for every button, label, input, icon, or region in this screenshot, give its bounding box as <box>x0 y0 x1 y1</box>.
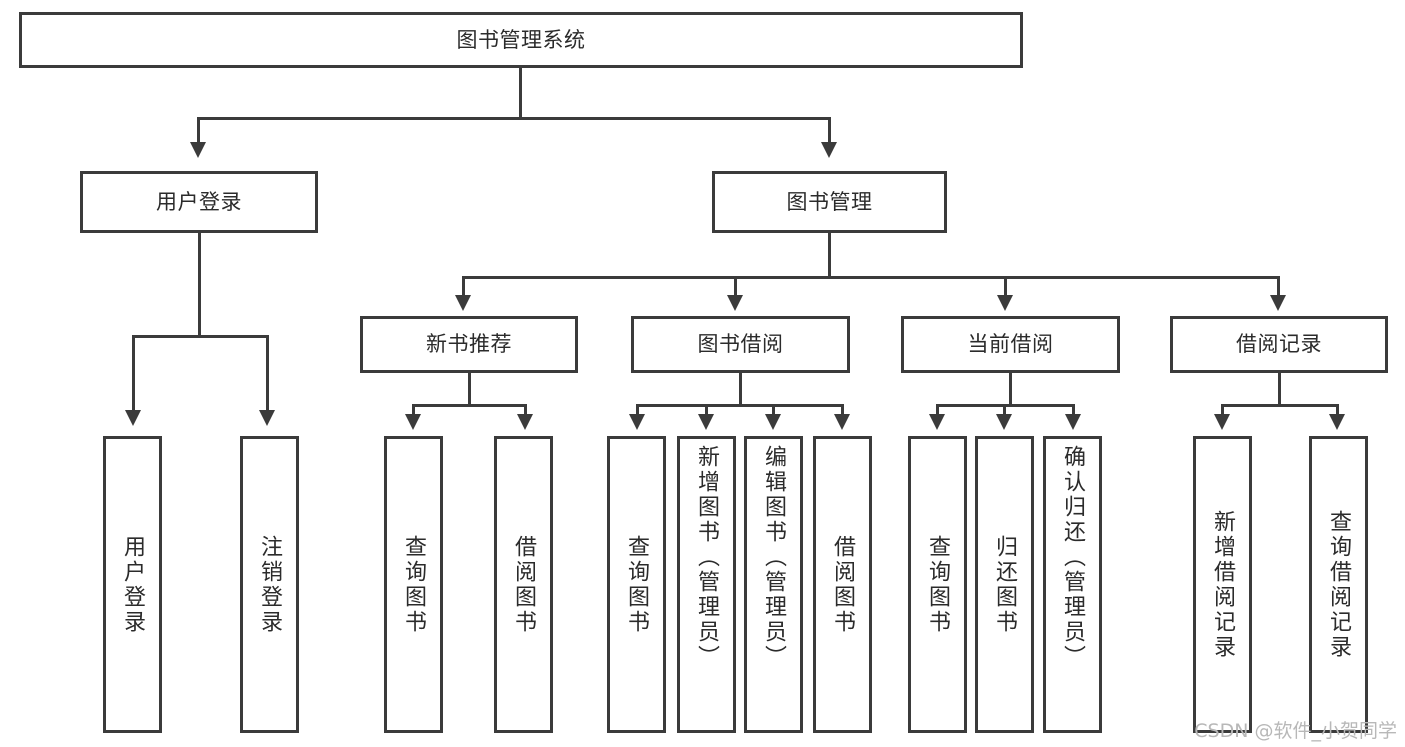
connector-borrow-record-bus <box>1221 404 1339 407</box>
node-current-borrow[interactable]: 当前借阅 <box>901 316 1120 373</box>
leaf-borrow-book-1[interactable]: 借阅图书 <box>494 436 553 733</box>
leaf-confirm-return[interactable]: 确认归还（管理员） <box>1043 436 1102 733</box>
arrowhead-leaf-logout <box>259 410 275 426</box>
connector-br-drop-2 <box>1336 404 1339 416</box>
connector-bm-drop-borrow-record <box>1277 276 1280 297</box>
node-label: 注销登录 <box>257 534 283 635</box>
node-root-system[interactable]: 图书管理系统 <box>19 12 1023 68</box>
connector-user-login-stem <box>198 233 201 335</box>
connector-cb-drop-3 <box>1072 404 1075 416</box>
connector-bm-drop-book-borrow <box>734 276 737 297</box>
connector-bm-drop-current-borrow <box>1004 276 1007 297</box>
node-label: 用户登录 <box>156 189 242 214</box>
connector-user-login-drop-1 <box>132 335 135 412</box>
node-label: 查询图书 <box>624 534 650 635</box>
connector-bb-drop-1 <box>636 404 639 416</box>
node-new-book-recommend[interactable]: 新书推荐 <box>360 316 578 373</box>
arrowhead-current-borrow <box>997 295 1013 311</box>
connector-new-book-stem <box>468 373 471 404</box>
leaf-borrow-book-2[interactable]: 借阅图书 <box>813 436 872 733</box>
node-label: 借阅图书 <box>830 534 856 635</box>
connector-bb-drop-3 <box>772 404 775 416</box>
leaf-query-book-2[interactable]: 查询图书 <box>607 436 666 733</box>
leaf-edit-book[interactable]: 编辑图书（管理员） <box>744 436 803 733</box>
arrowhead-leaf-query-book-2 <box>629 414 645 430</box>
connector-book-borrow-stem <box>739 373 742 404</box>
node-label: 新增图书（管理员） <box>694 445 720 670</box>
arrowhead-leaf-borrow-book-2 <box>834 414 850 430</box>
connector-book-management-stem <box>828 233 831 276</box>
connector-root-bus <box>197 117 831 120</box>
leaf-return-book[interactable]: 归还图书 <box>975 436 1034 733</box>
node-label: 查询借阅记录 <box>1326 509 1352 660</box>
csdn-watermark: CSDN @软件_小贺同学 <box>1194 720 1397 742</box>
leaf-add-record[interactable]: 新增借阅记录 <box>1193 436 1252 733</box>
node-label: 借阅记录 <box>1236 332 1322 357</box>
node-label: 借阅图书 <box>511 534 537 635</box>
node-label: 查询图书 <box>925 534 951 635</box>
connector-user-login-drop-2 <box>266 335 269 412</box>
node-label: 图书管理系统 <box>456 27 586 52</box>
node-borrow-record[interactable]: 借阅记录 <box>1170 316 1388 373</box>
leaf-query-record[interactable]: 查询借阅记录 <box>1309 436 1368 733</box>
connector-book-borrow-bus <box>636 404 844 407</box>
leaf-query-book-3[interactable]: 查询图书 <box>908 436 967 733</box>
arrowhead-leaf-add-record <box>1214 414 1230 430</box>
arrowhead-leaf-query-book-1 <box>405 414 421 430</box>
arrowhead-leaf-return-book <box>996 414 1012 430</box>
node-label: 新增借阅记录 <box>1210 509 1236 660</box>
connector-root-stem <box>519 68 522 117</box>
node-book-borrow[interactable]: 图书借阅 <box>631 316 850 373</box>
arrowhead-borrow-record <box>1270 295 1286 311</box>
arrowhead-root-to-book-management <box>821 142 837 158</box>
arrowhead-root-to-user-login <box>190 142 206 158</box>
leaf-logout[interactable]: 注销登录 <box>240 436 299 733</box>
node-label: 用户登录 <box>120 534 146 635</box>
arrowhead-leaf-query-record <box>1329 414 1345 430</box>
arrowhead-leaf-query-book-3 <box>929 414 945 430</box>
node-book-management[interactable]: 图书管理 <box>712 171 947 233</box>
arrowhead-book-borrow <box>727 295 743 311</box>
arrowhead-leaf-borrow-book-1 <box>517 414 533 430</box>
connector-current-borrow-stem <box>1009 373 1012 404</box>
node-label: 归还图书 <box>992 534 1018 635</box>
arrowhead-leaf-user-login <box>125 410 141 426</box>
node-user-login[interactable]: 用户登录 <box>80 171 318 233</box>
arrowhead-leaf-add-book <box>698 414 714 430</box>
connector-root-to-user-login <box>197 117 200 144</box>
arrowhead-new-book-recommend <box>455 295 471 311</box>
connector-root-to-book-management <box>828 117 831 144</box>
node-label: 确认归还（管理员） <box>1060 445 1086 670</box>
node-label: 当前借阅 <box>967 332 1054 357</box>
node-label: 新书推荐 <box>426 332 512 357</box>
leaf-add-book[interactable]: 新增图书（管理员） <box>677 436 736 733</box>
connector-bm-drop-new-book <box>462 276 465 297</box>
connector-cb-drop-2 <box>1003 404 1006 416</box>
leaf-user-login[interactable]: 用户登录 <box>103 436 162 733</box>
connector-bb-drop-4 <box>841 404 844 416</box>
node-label: 编辑图书（管理员） <box>761 445 787 670</box>
leaf-query-book-1[interactable]: 查询图书 <box>384 436 443 733</box>
arrowhead-leaf-confirm-return <box>1065 414 1081 430</box>
connector-user-login-bus <box>132 335 266 338</box>
connector-book-management-bus <box>462 276 1280 279</box>
arrowhead-leaf-edit-book <box>765 414 781 430</box>
connector-cb-drop-1 <box>936 404 939 416</box>
connector-new-book-bus <box>412 404 527 407</box>
connector-new-book-drop-2 <box>524 404 527 416</box>
connector-new-book-drop-1 <box>412 404 415 416</box>
connector-br-drop-1 <box>1221 404 1224 416</box>
node-label: 图书借阅 <box>697 332 784 357</box>
connector-borrow-record-stem <box>1278 373 1281 404</box>
connector-bb-drop-2 <box>705 404 708 416</box>
node-label: 图书管理 <box>786 189 873 214</box>
node-label: 查询图书 <box>401 534 427 635</box>
